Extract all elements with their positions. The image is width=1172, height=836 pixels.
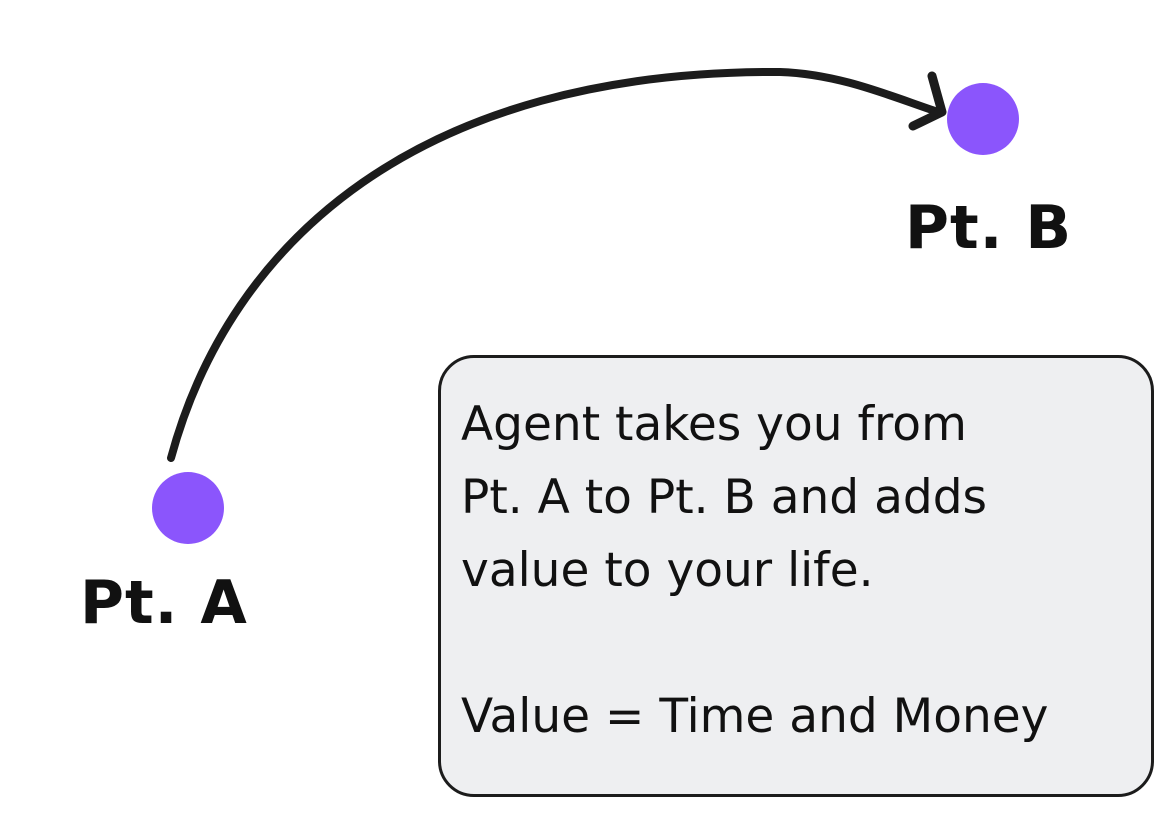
note-line-1: Agent takes you from <box>461 397 967 452</box>
point-a-dot <box>152 472 224 544</box>
arrowhead-icon <box>908 71 947 131</box>
point-b-label: Pt. B <box>905 193 1073 263</box>
explanation-note: Agent takes you from Pt. A to Pt. B and … <box>438 355 1154 797</box>
note-spacer <box>461 607 1133 680</box>
note-line-3: value to your life. <box>461 543 874 598</box>
connector-arrow-curve <box>167 67 942 462</box>
note-equation: Value = Time and Money <box>461 689 1049 744</box>
point-b-dot <box>947 83 1019 155</box>
point-a-label: Pt. A <box>80 568 248 638</box>
note-line-2: Pt. A to Pt. B and adds <box>461 470 988 525</box>
